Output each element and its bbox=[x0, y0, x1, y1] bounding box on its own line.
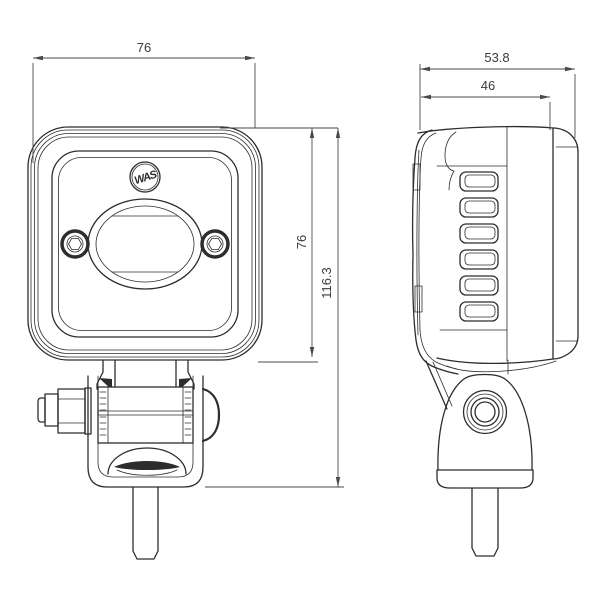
side-front-bezel bbox=[411, 129, 459, 375]
dim-label-total-height: 116.3 bbox=[319, 267, 334, 299]
dim-label-body-depth: 46 bbox=[481, 78, 495, 93]
left-screw-icon bbox=[60, 229, 90, 259]
right-screw-icon bbox=[200, 229, 230, 259]
arrowhead bbox=[309, 347, 315, 357]
pivot-bolt bbox=[37, 387, 92, 435]
side-view bbox=[411, 125, 579, 557]
was-logo-text: WAS bbox=[133, 168, 159, 187]
dim-label-total-depth: 53.8 bbox=[484, 50, 509, 65]
arrowhead bbox=[309, 128, 315, 138]
dimension-body-depth: 46 bbox=[421, 78, 551, 130]
front-bracket-flanges bbox=[96, 359, 195, 390]
dimension-total-depth: 53.8 bbox=[419, 50, 576, 138]
dimension-body-height: 76 bbox=[220, 127, 338, 363]
arrowhead bbox=[565, 66, 575, 72]
front-mounting-stud bbox=[132, 486, 159, 560]
front-bracket bbox=[87, 375, 204, 488]
dim-label-body-height: 76 bbox=[294, 235, 309, 249]
arrowhead bbox=[335, 128, 341, 138]
arrowhead bbox=[421, 94, 431, 100]
front-view: WAS bbox=[27, 126, 263, 560]
side-mounting-stud bbox=[471, 487, 499, 557]
dimension-front-width: 76 bbox=[32, 40, 256, 163]
oval-lens bbox=[87, 198, 203, 290]
front-bezel-rings bbox=[27, 126, 263, 361]
dimension-total-height: 116.3 bbox=[205, 128, 344, 488]
was-logo: WAS bbox=[129, 161, 161, 193]
arrowhead bbox=[245, 55, 255, 61]
side-bottom-edge bbox=[436, 357, 554, 365]
arrowhead bbox=[420, 66, 430, 72]
bracket-nut-icon bbox=[462, 389, 508, 435]
knurl-left bbox=[99, 386, 109, 444]
knurl-right bbox=[182, 386, 192, 444]
rear-cover bbox=[552, 127, 579, 360]
cooling-fins bbox=[459, 171, 499, 322]
arrowhead bbox=[33, 55, 43, 61]
side-top-edge bbox=[417, 125, 554, 134]
arrowhead bbox=[540, 94, 550, 100]
dome-nut bbox=[201, 387, 221, 443]
arrowhead bbox=[335, 477, 341, 487]
side-bracket bbox=[425, 359, 557, 557]
dim-label-front-width: 76 bbox=[137, 40, 151, 55]
